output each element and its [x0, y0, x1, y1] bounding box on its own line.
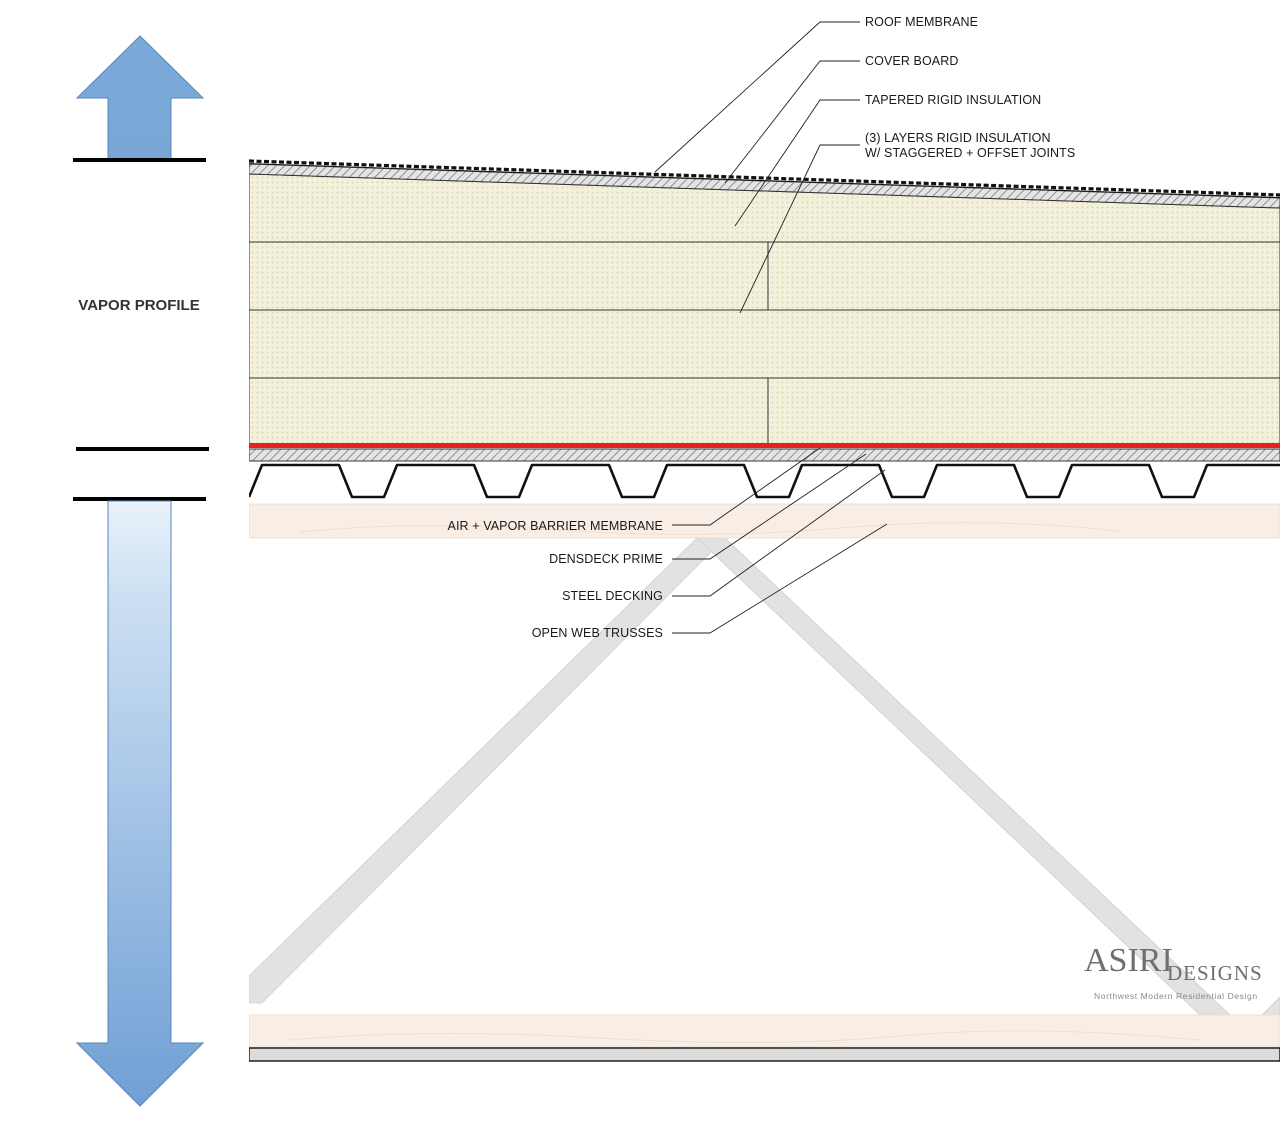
logo-main: ASIRI	[1084, 942, 1173, 979]
rigid-insulation-layer-1	[249, 241, 1280, 311]
rigid-insulation-layer-3	[249, 377, 1280, 445]
label-densdeck-prime: DENSDECK PRIME	[549, 552, 663, 566]
label-air-vapor-barrier: AIR + VAPOR BARRIER MEMBRANE	[448, 519, 663, 533]
densdeck-prime	[249, 448, 1280, 462]
layer-labels-top: ROOF MEMBRANE COVER BOARD TAPERED RIGID …	[865, 15, 1075, 160]
truss-bottom-chord	[249, 1014, 1280, 1048]
cover-board	[249, 163, 1280, 209]
label-rigid-insulation-line1: (3) LAYERS RIGID INSULATION	[865, 131, 1051, 145]
logo-tagline: Northwest Modern Residential Design	[1094, 991, 1258, 1001]
vapor-profile-indicator: VAPOR PROFILE	[73, 35, 209, 1107]
steel-decking	[249, 463, 1280, 499]
layer-labels-bottom: AIR + VAPOR BARRIER MEMBRANE DENSDECK PR…	[448, 519, 663, 640]
label-steel-decking: STEEL DECKING	[562, 589, 663, 603]
logo-sub: DESIGNS	[1167, 961, 1263, 985]
label-open-web-trusses: OPEN WEB TRUSSES	[532, 626, 663, 640]
air-vapor-barrier-membrane	[249, 443, 1280, 448]
ceiling-board	[249, 1047, 1280, 1062]
vapor-profile-label: VAPOR PROFILE	[78, 297, 199, 314]
label-tapered-insulation: TAPERED RIGID INSULATION	[865, 93, 1041, 107]
label-cover-board: COVER BOARD	[865, 54, 958, 68]
rigid-insulation-layer-2	[249, 309, 1280, 379]
truss-top-chord	[249, 503, 1280, 539]
asiri-designs-logo: ASIRI DESIGNS Northwest Modern Residenti…	[1084, 942, 1263, 1001]
up-arrow-icon	[75, 35, 205, 160]
down-arrow-icon	[75, 500, 205, 1107]
leader-lines	[654, 21, 888, 634]
label-roof-membrane: ROOF MEMBRANE	[865, 15, 978, 29]
roof-membrane	[249, 159, 1280, 197]
label-rigid-insulation-line2: W/ STAGGERED + OFFSET JOINTS	[865, 146, 1075, 160]
